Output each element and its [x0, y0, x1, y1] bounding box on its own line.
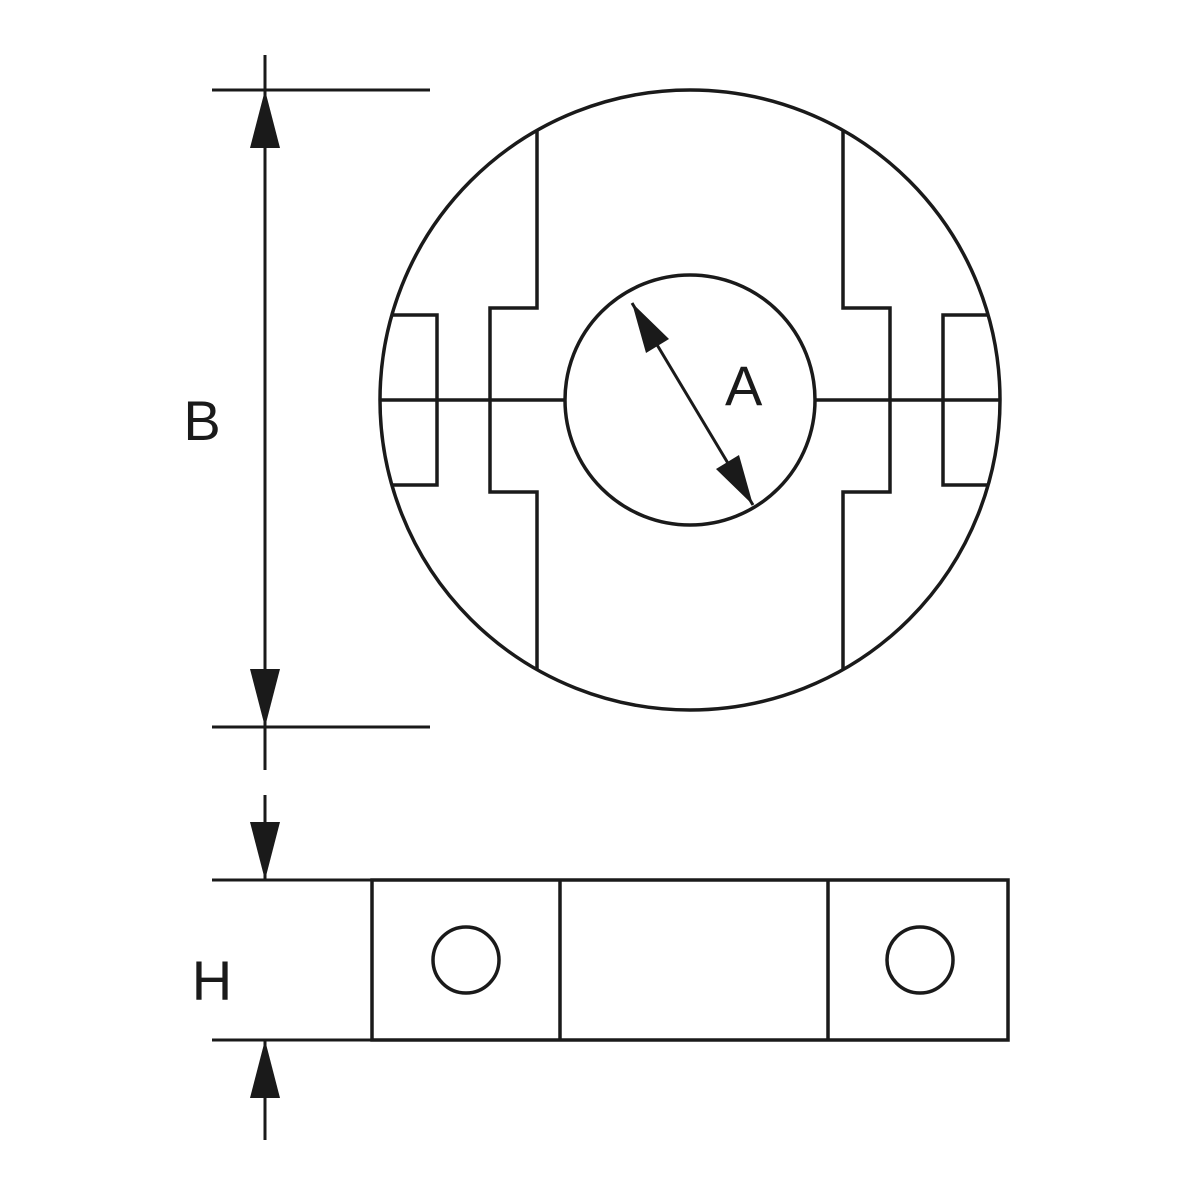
right-edge-notch	[941, 313, 988, 487]
arrowhead-up-outside-icon	[250, 1040, 280, 1098]
label-height: H	[192, 949, 232, 1012]
left-edge-notch	[392, 313, 439, 487]
arrowhead-down-right-icon	[716, 455, 753, 505]
bore-diameter-arrow	[630, 302, 755, 506]
bolt-hole-right	[885, 925, 955, 995]
dimension-height: H	[192, 795, 372, 1140]
bolt-hole-left	[431, 925, 501, 995]
dimension-outer-diameter: B	[183, 55, 430, 770]
right-boss-outline	[841, 131, 892, 669]
label-outer-diameter: B	[183, 389, 220, 452]
arrowhead-up-left-icon	[632, 303, 669, 353]
front-view: A	[378, 88, 1002, 712]
label-bore-diameter: A	[725, 354, 763, 417]
arrowhead-down-outside-icon	[250, 822, 280, 880]
profile-outline	[370, 878, 1010, 1042]
left-boss-outline	[488, 131, 539, 669]
arrowhead-up-icon	[250, 90, 280, 148]
side-view	[370, 878, 1010, 1042]
arrowhead-down-icon	[250, 669, 280, 727]
